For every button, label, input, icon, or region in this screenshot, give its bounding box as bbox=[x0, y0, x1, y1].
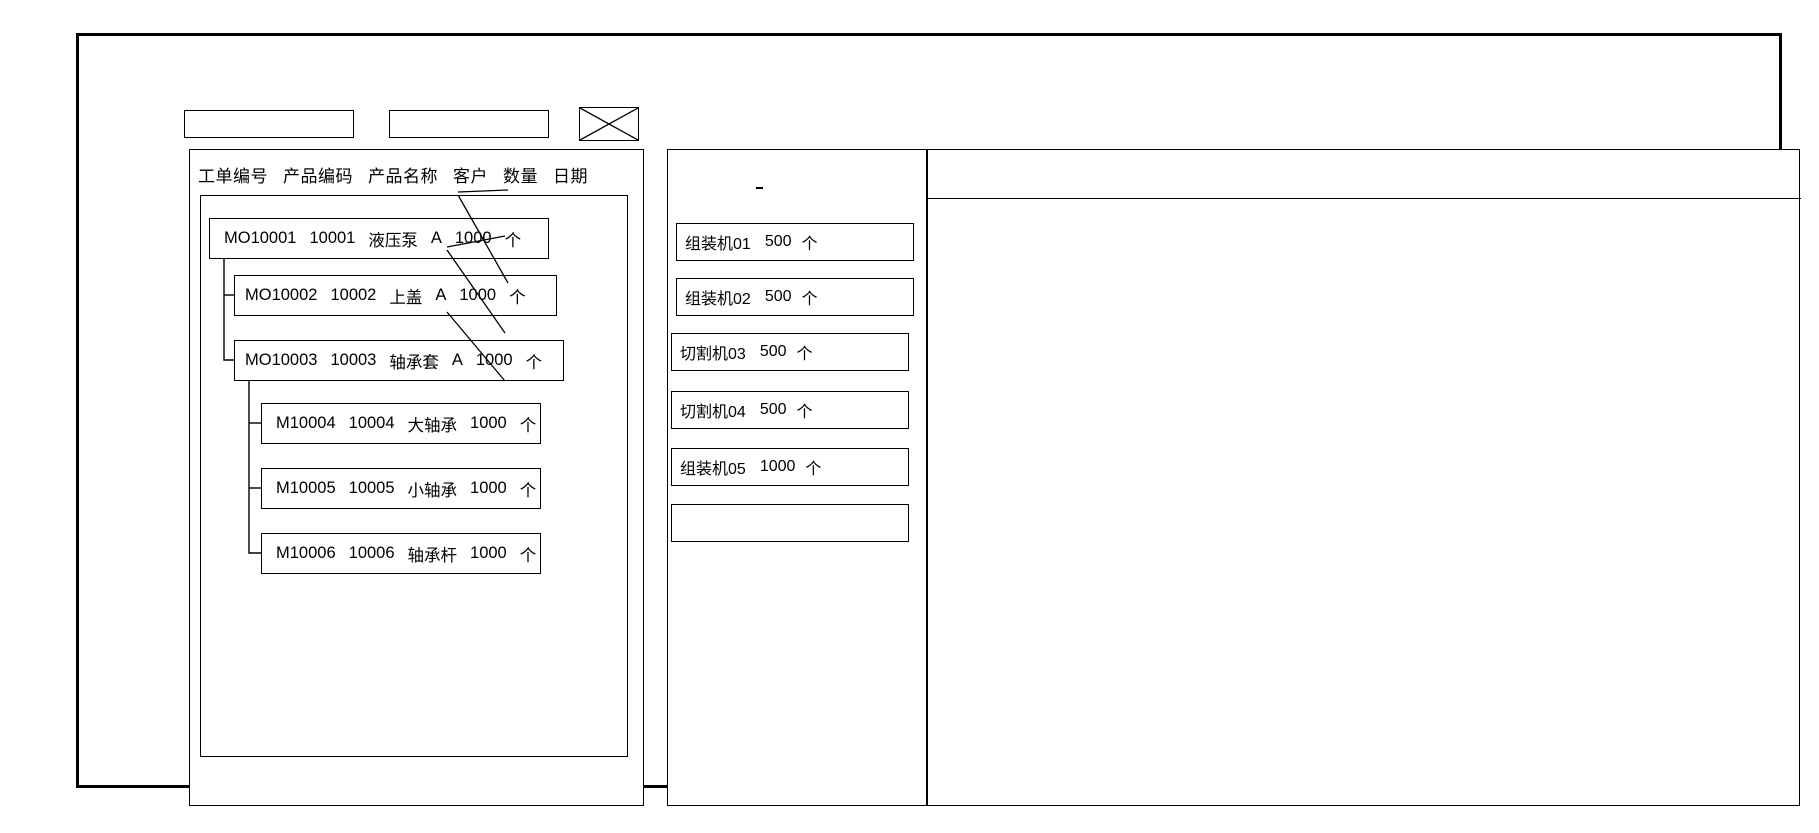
detail-panel bbox=[927, 149, 1801, 806]
machine-unit: 个 bbox=[796, 346, 813, 363]
machine-name: 组装机05 bbox=[680, 461, 746, 478]
unit: 个 bbox=[504, 231, 522, 250]
machine-row-2[interactable]: 组装机02 500 个 bbox=[676, 278, 914, 316]
order-no: MO10001 bbox=[224, 229, 297, 247]
machine-schedule-panel: 组装机01 500 个 组装机02 500 个 切割机03 500 个 切割机0… bbox=[667, 149, 927, 806]
machine-row-4[interactable]: 切割机04 500 个 bbox=[671, 391, 909, 429]
machine-unit: 个 bbox=[796, 404, 813, 421]
unit: 个 bbox=[519, 546, 537, 565]
unit: 个 bbox=[519, 481, 537, 500]
unit: 个 bbox=[509, 288, 526, 307]
machine-row-5[interactable]: 组装机05 1000 个 bbox=[671, 448, 909, 486]
product-name: 轴承杆 bbox=[407, 546, 458, 565]
work-order-panel: 工单编号 产品编码 产品名称 客户 数量 日期 MO10001 10001 液压… bbox=[189, 149, 644, 806]
machine-row-6-empty[interactable] bbox=[671, 504, 909, 542]
tree-hierarchy-lines bbox=[223, 259, 261, 554]
column-header-prod-name: 产品名称 bbox=[368, 166, 438, 186]
machine-row-3[interactable]: 切割机03 500 个 bbox=[671, 333, 909, 371]
machine-quantity: 500 bbox=[759, 343, 787, 360]
machine-unit: 个 bbox=[801, 236, 818, 253]
order-tree-container: MO10001 10001 液压泵 A 1000 个 MO10002 10002… bbox=[200, 195, 628, 757]
column-header-date: 日期 bbox=[553, 166, 588, 186]
machine-row-1[interactable]: 组装机01 500 个 bbox=[676, 223, 914, 261]
panel-marker-dot bbox=[756, 187, 763, 189]
column-header-customer: 客户 bbox=[453, 166, 488, 186]
order-row-M10004[interactable]: M10004 10004 大轴承 1000 个 bbox=[261, 403, 541, 444]
product-name: 轴承套 bbox=[389, 353, 439, 372]
toolbar-field-1[interactable] bbox=[184, 110, 354, 138]
machine-unit: 个 bbox=[805, 461, 822, 478]
customer: A bbox=[435, 286, 447, 304]
column-header-order-no: 工单编号 bbox=[198, 166, 268, 186]
toolbar-field-2[interactable] bbox=[389, 110, 549, 138]
product-code: 10003 bbox=[330, 351, 377, 369]
machine-name: 切割机03 bbox=[680, 346, 746, 363]
order-row-M10005[interactable]: M10005 10005 小轴承 1000 个 bbox=[261, 468, 541, 509]
order-column-headers: 工单编号 产品编码 产品名称 客户 数量 日期 bbox=[198, 160, 618, 188]
order-no: MO10003 bbox=[245, 351, 318, 369]
column-header-prod-code: 产品编码 bbox=[283, 166, 353, 186]
order-no: M10006 bbox=[276, 544, 336, 562]
machine-quantity: 500 bbox=[764, 233, 792, 250]
order-no: M10004 bbox=[276, 414, 336, 432]
product-code: 10004 bbox=[348, 414, 395, 432]
product-code: 10005 bbox=[348, 479, 395, 497]
machine-name: 切割机04 bbox=[680, 404, 746, 421]
quantity: 1000 bbox=[470, 414, 507, 432]
machine-name: 组装机01 bbox=[685, 236, 751, 253]
machine-unit: 个 bbox=[801, 291, 818, 308]
machine-quantity: 500 bbox=[764, 288, 792, 305]
product-code: 10001 bbox=[309, 229, 356, 247]
detail-panel-header-text bbox=[938, 158, 1788, 194]
product-name: 液压泵 bbox=[368, 231, 418, 250]
machine-name: 组装机02 bbox=[685, 291, 751, 308]
machine-quantity: 500 bbox=[759, 401, 787, 418]
product-code: 10002 bbox=[330, 286, 377, 304]
unit: 个 bbox=[525, 353, 543, 372]
product-name: 小轴承 bbox=[407, 481, 458, 500]
application-window: 工单编号 产品编码 产品名称 客户 数量 日期 MO10001 10001 液压… bbox=[76, 33, 1801, 806]
detail-panel-header-divider bbox=[928, 198, 1801, 199]
order-no: MO10002 bbox=[245, 286, 318, 304]
quantity: 1000 bbox=[470, 544, 507, 562]
customer: A bbox=[430, 229, 442, 247]
machine-quantity: 1000 bbox=[759, 458, 796, 475]
order-no: M10005 bbox=[276, 479, 336, 497]
column-header-quantity: 数量 bbox=[503, 166, 538, 186]
product-name: 大轴承 bbox=[407, 416, 458, 435]
product-name: 上盖 bbox=[389, 288, 423, 307]
unit: 个 bbox=[519, 416, 537, 435]
order-row-M10006[interactable]: M10006 10006 轴承杆 1000 个 bbox=[261, 533, 541, 574]
detail-panel-body bbox=[938, 208, 1788, 788]
crossed-box-icon[interactable] bbox=[579, 107, 639, 141]
product-code: 10006 bbox=[348, 544, 395, 562]
quantity: 1000 bbox=[470, 479, 507, 497]
